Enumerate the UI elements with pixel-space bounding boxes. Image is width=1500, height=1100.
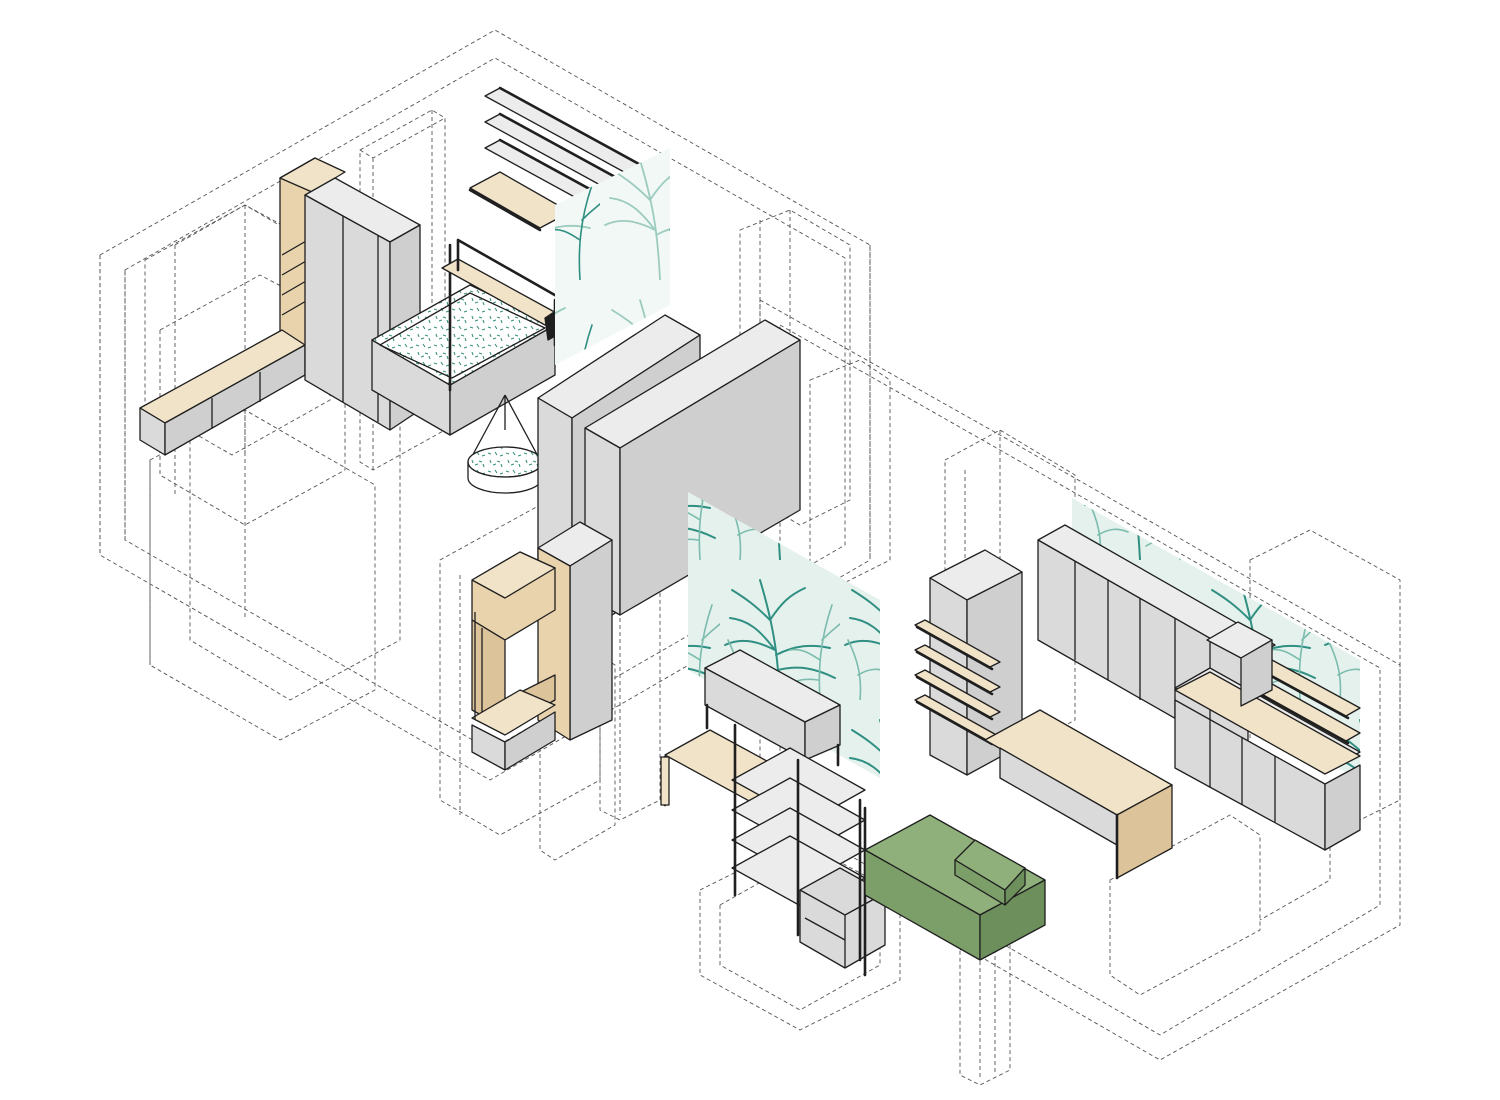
l-shaped-desk [139,329,306,456]
palm-wallpaper-panel-bedroom [555,148,670,365]
kitchen-wall-shelves [914,619,1001,746]
pole-shelving-unit [731,723,886,977]
tv-sideboard [704,649,841,782]
green-sofa [864,814,1046,961]
kitchen-cabinet-run [1037,524,1361,851]
entry-storage-bench [471,521,613,771]
kitchen-worktop-desk [984,709,1173,880]
dashed-wall-outlines [99,29,1401,1086]
bed-loft [371,243,557,436]
